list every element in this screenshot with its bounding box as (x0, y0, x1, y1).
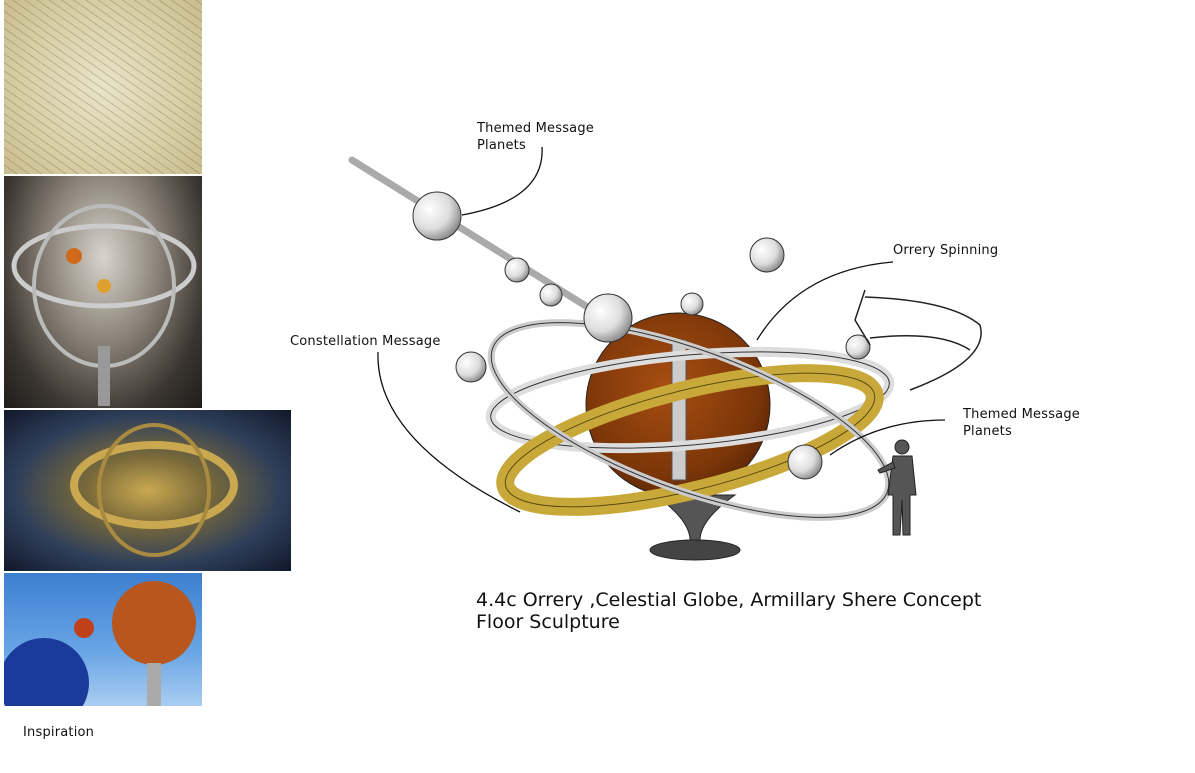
inspiration-photo-planet-globes (4, 573, 202, 706)
callout-orrery-spinning: Orrery Spinning (893, 243, 999, 258)
callout-line-2: Planets (963, 424, 1012, 439)
concept-title: 4.4c Orrery ,Celestial Globe, Armillary … (476, 589, 981, 633)
callout-themed-message-planets-top: Themed Message Planets (477, 120, 594, 154)
planet-rod (348, 156, 609, 322)
concept-title-line-1: 4.4c Orrery ,Celestial Globe, Armillary … (476, 589, 982, 611)
callout-themed-message-planets-right: Themed Message Planets (963, 406, 1080, 440)
callout-line-1: Themed Message (477, 121, 595, 136)
planet-spheres (412, 191, 871, 480)
callout-line-1: Themed Message (963, 407, 1081, 422)
gold-rings-graphic (70, 423, 238, 557)
concept-title-line-2: Floor Sculpture (476, 611, 620, 633)
inspiration-label: Inspiration (23, 725, 95, 740)
callout-constellation-message: Constellation Message (290, 334, 441, 349)
planet-globes-graphic (4, 581, 196, 706)
callout-line-2: Planets (477, 138, 526, 153)
human-scale-figure (877, 439, 917, 536)
inspiration-photo-gold-armillary (4, 410, 291, 571)
callout-leaders (377, 146, 946, 513)
inspiration-photo-armillary-engraving (4, 0, 202, 174)
orrery-rings-graphic (11, 204, 197, 406)
rotation-arrow-icon (854, 289, 982, 391)
inspiration-photo-orrery-interior (4, 176, 202, 408)
